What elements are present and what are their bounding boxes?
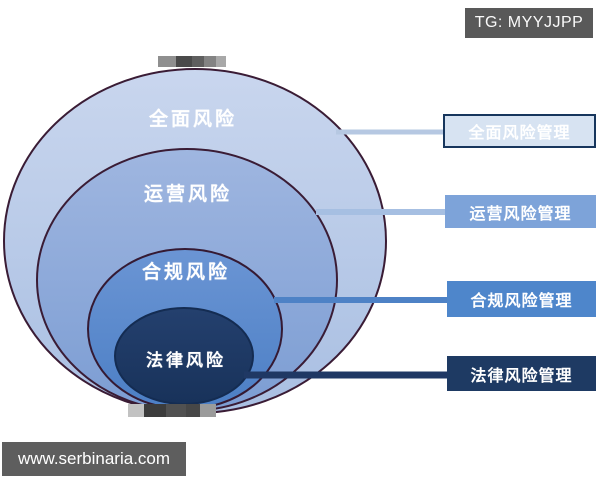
management-box-legal: 法律风险管理	[447, 356, 596, 391]
management-box-comprehensive: 全面风险管理	[443, 114, 596, 148]
management-box-operational: 运营风险管理	[445, 195, 596, 228]
censor-blur-top	[158, 56, 226, 67]
ring-label-comprehensive: 全面风险	[148, 109, 237, 130]
site-watermark: www.serbinaria.com	[2, 442, 186, 476]
ring-label-compliance: 合规风险	[141, 262, 230, 283]
ring-label-legal: 法律风险	[146, 351, 226, 370]
ring-label-operational: 运营风险	[143, 184, 232, 205]
tg-badge: TG: MYYJJPP	[465, 8, 593, 38]
censor-blur-bottom	[128, 404, 216, 417]
management-box-compliance: 合规风险管理	[447, 281, 596, 317]
